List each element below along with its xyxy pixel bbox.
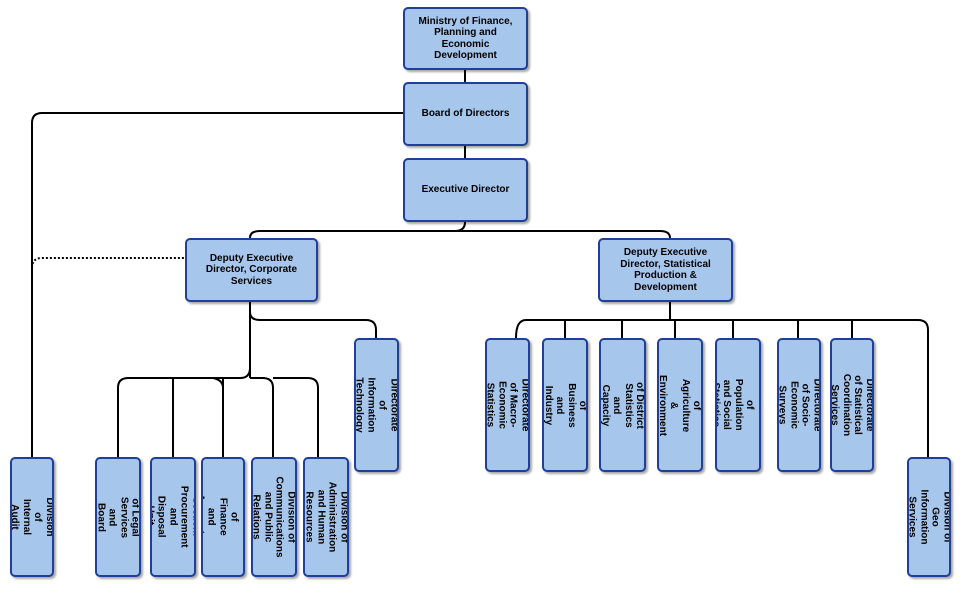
node-internal-audit: Division of Internal Audit [10, 457, 54, 577]
node-communications-label: Division of Communications and Public Re… [251, 476, 297, 558]
node-ministry-label: Ministry of Finance, Planning and Econom… [418, 15, 513, 62]
node-legal: Division of Legal Services and Board Aff… [95, 457, 141, 577]
node-district: Directorate of District Statistics and C… [599, 338, 646, 472]
connector-statistical-directorates [515, 319, 929, 457]
node-district-label: Directorate of District Statistics and C… [600, 381, 646, 429]
node-administration-label: Division of Administration and Human Res… [303, 481, 349, 553]
node-executive-director: Executive Director [403, 158, 528, 222]
connector-dotted-audit-corporate [31, 257, 186, 269]
node-business-label: Directorate of Business and Industry Sta… [542, 382, 588, 428]
connector-corporate-it [249, 311, 377, 338]
node-board-of-directors: Board of Directors [403, 82, 528, 146]
node-deputy-statistical-label: Deputy Executive Director, Statistical P… [620, 247, 711, 293]
node-board-label: Board of Directors [421, 108, 510, 120]
node-ministry: Ministry of Finance, Planning and Econom… [403, 7, 528, 70]
node-macro-label: Directorate of Macro-Economic Statistics [485, 378, 530, 432]
connector-corporate-divisions [117, 367, 319, 457]
node-procurement-label: Section: Procurement and Disposal Unit. [150, 486, 196, 548]
node-population-label: Directorate of Population and Social Sta… [715, 378, 761, 432]
node-geo: Division of Geo Information Services [907, 457, 951, 577]
node-macro: Directorate of Macro-Economic Statistics [485, 338, 530, 472]
node-deputy-corporate: Deputy Executive Director, Corporate Ser… [185, 238, 318, 302]
node-legal-label: Division of Legal Services and Board Aff… [95, 496, 141, 538]
connector-executive-deputies [249, 221, 671, 239]
node-coordination-label: Directorate of Statistical Coordination … [830, 373, 874, 437]
node-procurement: Section: Procurement and Disposal Unit. [150, 457, 196, 577]
node-finance: Division of Finance and Accounts [201, 457, 245, 577]
node-executive-label: Executive Director [421, 184, 510, 196]
node-population: Directorate of Population and Social Sta… [715, 338, 761, 472]
node-agriculture-label: Directorate of Agriculture & Environment… [657, 374, 703, 436]
node-business: Directorate of Business and Industry Sta… [542, 338, 588, 472]
node-finance-label: Division of Finance and Accounts [201, 494, 245, 540]
node-communications: Division of Communications and Public Re… [251, 457, 297, 577]
node-internal-audit-label: Division of Internal Audit [10, 497, 54, 537]
connector-board-internal-audit [31, 112, 403, 457]
node-coordination: Directorate of Statistical Coordination … [830, 338, 874, 472]
node-deputy-corporate-label: Deputy Executive Director, Corporate Ser… [205, 252, 298, 287]
node-info-tech: Directorate of Information Technology [354, 338, 399, 472]
node-socio: Directorate of Socio-Economic Surveys [777, 338, 821, 472]
node-geo-label: Division of Geo Information Services [907, 489, 951, 545]
node-socio-label: Directorate of Socio-Economic Surveys [777, 378, 821, 432]
node-deputy-statistical: Deputy Executive Director, Statistical P… [598, 238, 733, 302]
node-info-tech-label: Directorate of Information Technology [354, 377, 399, 433]
node-administration: Division of Administration and Human Res… [303, 457, 349, 577]
node-agriculture: Directorate of Agriculture & Environment… [657, 338, 703, 472]
